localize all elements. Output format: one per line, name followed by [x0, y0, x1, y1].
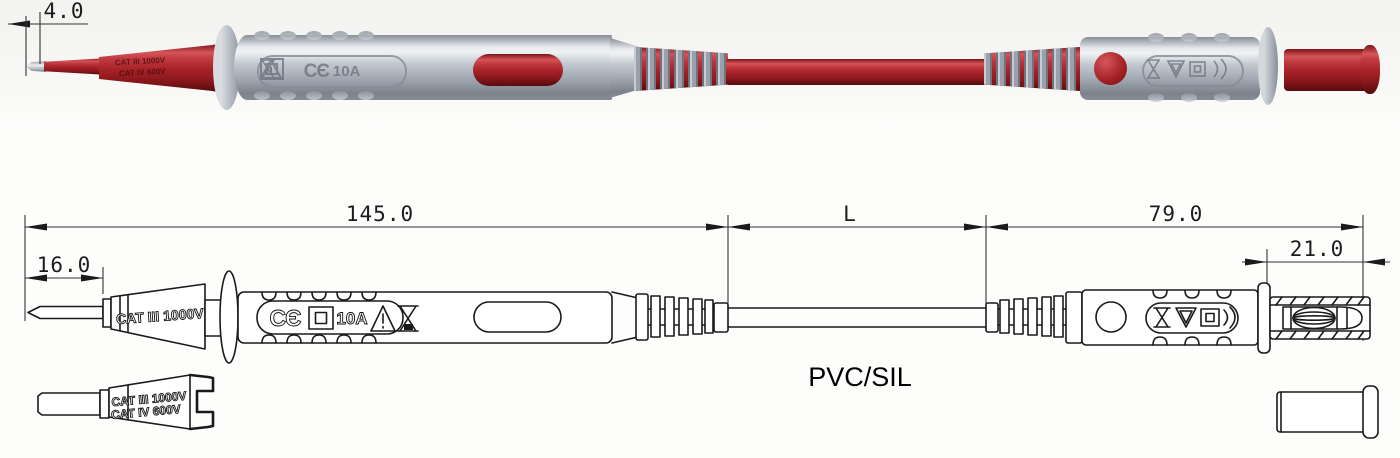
- dim-plug-length: 21.0: [1242, 237, 1390, 284]
- grip-notch: [332, 31, 348, 40]
- inverted-triangle-icon: [1175, 307, 1197, 328]
- grip-notch: [1214, 93, 1230, 102]
- lantern-spring: [1292, 306, 1336, 330]
- grip-notch: [1181, 93, 1197, 102]
- probe-tip-sleeve: [44, 58, 102, 75]
- strain-relief-right-outline: [985, 291, 1083, 344]
- grip-notch: [358, 91, 374, 100]
- grip-notch: [1148, 33, 1164, 42]
- polarity-dot-outline: [1095, 301, 1127, 333]
- plug-flange: [1258, 27, 1278, 105]
- dim-label: 4.0: [44, 0, 85, 23]
- marking-oval: CЄ 10A: [257, 55, 407, 88]
- strain-relief-right: [984, 46, 1082, 92]
- dim-tip-length: 16.0: [25, 253, 104, 294]
- strain-relief-left-outline: [635, 293, 729, 341]
- hourglass-icon: [1147, 59, 1160, 79]
- marking-oval: [256, 300, 404, 335]
- current-rating-text: 10A: [332, 63, 361, 80]
- dim-tip-exposed: 4.0: [8, 0, 88, 76]
- probe-tip-rating-text: CAT III 1000V: [116, 305, 205, 327]
- grip-notch: [306, 31, 322, 40]
- double-insulation-icon: [308, 306, 334, 330]
- tip-cap-part: CAT III 1000V CAT IV 600V: [37, 373, 215, 431]
- neck: [204, 299, 222, 337]
- strain-ribs: [984, 46, 1082, 92]
- banana-pin: [1282, 306, 1363, 330]
- grip-notch: [280, 31, 296, 40]
- guard-flange: [219, 270, 239, 364]
- cap-rod: [37, 392, 101, 416]
- plug-shroud-rim: [1360, 45, 1380, 94]
- grip-notch: [1214, 33, 1230, 42]
- grip-notch: [358, 31, 374, 40]
- grip-inlay-outline: [473, 301, 562, 333]
- probe-outline: CAT III 1000V CЄ 10A: [27, 270, 643, 364]
- plug-marking-oval: [1145, 302, 1239, 334]
- ce-mark-icon: CЄ: [303, 60, 330, 82]
- probe-tip-needle: [27, 305, 104, 320]
- probe-tip-needle: [26, 61, 46, 72]
- double-insulation-icon: [1189, 61, 1206, 77]
- sound-waves-icon: [1213, 58, 1227, 80]
- dim-probe-length: 145.0: [346, 202, 414, 226]
- cap-lip: [102, 298, 112, 328]
- cable-outline: [727, 307, 987, 328]
- probe-tip-cap: [110, 283, 206, 350]
- hourglass-icon: [397, 305, 419, 332]
- grip-scallops: [261, 291, 377, 344]
- current-rating-text: 10A: [336, 309, 367, 328]
- cap-clip-end: [188, 373, 215, 431]
- grip-scallops: [1152, 289, 1232, 346]
- grip-inlay: [473, 54, 563, 86]
- dim-label: 16.0: [37, 253, 92, 277]
- grip-notch: [332, 91, 348, 100]
- dim-label: 21.0: [1290, 237, 1345, 261]
- plug-sleeve-part: [1276, 385, 1379, 439]
- strain-relief-left: [634, 46, 728, 92]
- plug-shroud: [1284, 49, 1370, 91]
- grip-notch: [280, 91, 296, 100]
- hourglass-icon: [1153, 307, 1171, 328]
- plug-symbols: [1153, 306, 1236, 329]
- warning-triangle-icon: [370, 305, 396, 332]
- grip-notch: [1148, 93, 1164, 102]
- sound-waves-icon: [1223, 306, 1236, 329]
- dim-cable-length: L: [843, 202, 857, 226]
- grip-notch: [1181, 33, 1197, 42]
- plug-body-outline: [1081, 282, 1271, 354]
- grip-notch: [254, 91, 270, 100]
- dim-connector-length: 79.0: [1149, 202, 1204, 226]
- inverted-triangle-icon: [1166, 60, 1186, 79]
- plug-flange-outline: [1257, 282, 1271, 354]
- cap-rating-text2: CAT IV 600V: [111, 402, 182, 422]
- plug-marking-oval: [1142, 55, 1244, 87]
- strain-ribs: [634, 46, 728, 92]
- cable-material-label: PVC/SIL: [808, 362, 912, 392]
- hourglass-icon: [261, 59, 275, 79]
- cable: [726, 59, 988, 85]
- plug-tip-cutaway: [1269, 296, 1371, 340]
- ce-mark-icon: CЄ: [270, 305, 302, 331]
- double-insulation-icon: [1200, 308, 1220, 327]
- polarity-dot: [1094, 52, 1127, 85]
- section-hatching: [1275, 296, 1365, 340]
- dim-row: 145.0 L 79.0: [24, 202, 1364, 341]
- grip-notch: [306, 91, 322, 100]
- probe-body: [237, 291, 613, 344]
- grip-notch: [254, 31, 270, 40]
- plug-symbols: [1147, 58, 1227, 80]
